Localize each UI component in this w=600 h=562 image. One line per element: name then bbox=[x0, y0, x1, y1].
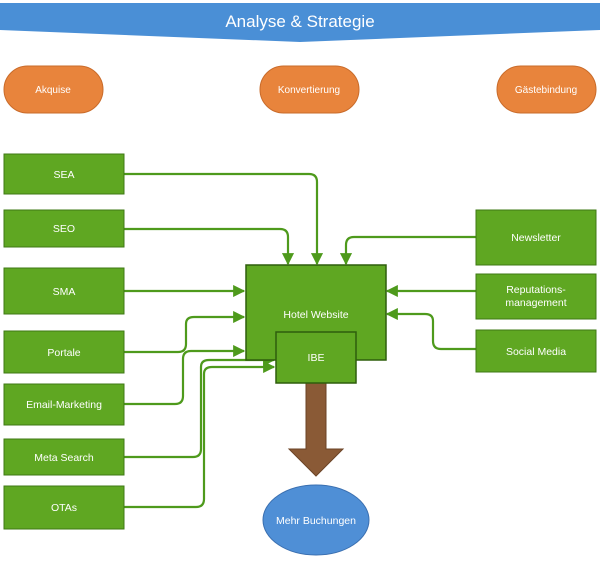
connector-email bbox=[124, 344, 246, 406]
channel-otas-label: OTAs bbox=[51, 502, 77, 514]
channel-reputationsmanagement: Reputations- management bbox=[475, 273, 597, 320]
channel-newsletter-label: Newsletter bbox=[511, 232, 561, 244]
connector-social bbox=[385, 307, 476, 351]
channel-social-media-label: Social Media bbox=[506, 346, 566, 358]
channel-social-media: Social Media bbox=[475, 329, 597, 373]
phase-gaestebindung: Gästebindung bbox=[496, 65, 597, 114]
connector-newsletter bbox=[339, 235, 476, 266]
channel-email-marketing-label: Email-Marketing bbox=[26, 399, 102, 411]
banner: Analyse & Strategie bbox=[0, 3, 600, 42]
channel-otas: OTAs bbox=[3, 485, 125, 530]
outcome-label: Mehr Buchungen bbox=[276, 515, 356, 527]
channel-meta-search: Meta Search bbox=[3, 438, 125, 476]
channel-portale-label: Portale bbox=[47, 347, 80, 359]
channel-seo-label: SEO bbox=[53, 223, 75, 235]
connector-portale bbox=[124, 310, 246, 354]
hub-title: Hotel Website bbox=[283, 309, 348, 321]
connectors bbox=[124, 172, 476, 509]
channel-reputation-label-line1: Reputations- bbox=[506, 284, 566, 296]
channel-reputation-label-line2: management bbox=[505, 297, 566, 309]
channel-sma: SMA bbox=[3, 267, 125, 315]
channel-meta-search-label: Meta Search bbox=[34, 452, 94, 464]
channel-seo: SEO bbox=[3, 209, 125, 248]
phase-konvertierung: Konvertierung bbox=[259, 65, 360, 114]
channel-sma-label: SMA bbox=[53, 286, 76, 298]
phase-akquise-label: Akquise bbox=[35, 85, 71, 96]
outcome-mehr-buchungen: Mehr Buchungen bbox=[262, 484, 370, 556]
phase-konvertierung-label: Konvertierung bbox=[278, 85, 340, 96]
phase-akquise: Akquise bbox=[3, 65, 104, 114]
channel-email-marketing: Email-Marketing bbox=[3, 383, 125, 426]
connector-sea bbox=[124, 172, 324, 266]
banner-title: Analyse & Strategie bbox=[225, 12, 374, 31]
ibe-label: IBE bbox=[308, 352, 325, 364]
channel-newsletter: Newsletter bbox=[475, 209, 597, 266]
phase-gaestebindung-label: Gästebindung bbox=[515, 85, 577, 96]
channel-sea-label: SEA bbox=[53, 169, 74, 181]
hub-ibe: IBE bbox=[275, 331, 357, 384]
down-arrow bbox=[287, 382, 345, 477]
connector-seo bbox=[124, 227, 295, 266]
channel-sea: SEA bbox=[3, 153, 125, 195]
connector-meta bbox=[124, 353, 276, 459]
connector-otas bbox=[124, 360, 276, 509]
channel-portale: Portale bbox=[3, 330, 125, 374]
